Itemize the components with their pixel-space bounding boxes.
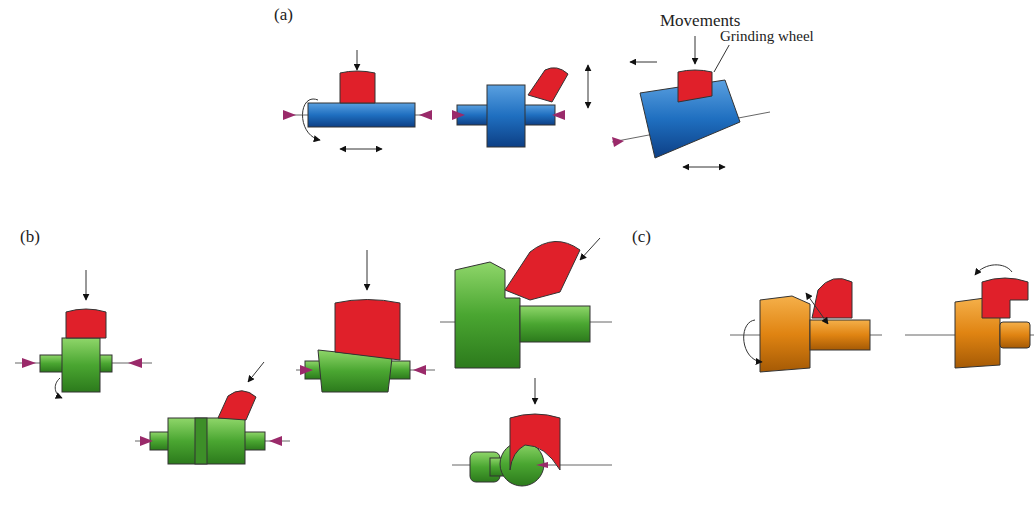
figure-letter: (c) <box>630 228 653 247</box>
figure-letter: (b) <box>18 228 42 247</box>
figure-letter: (a) <box>272 6 295 25</box>
part-label: Grinding wheel <box>718 28 816 45</box>
